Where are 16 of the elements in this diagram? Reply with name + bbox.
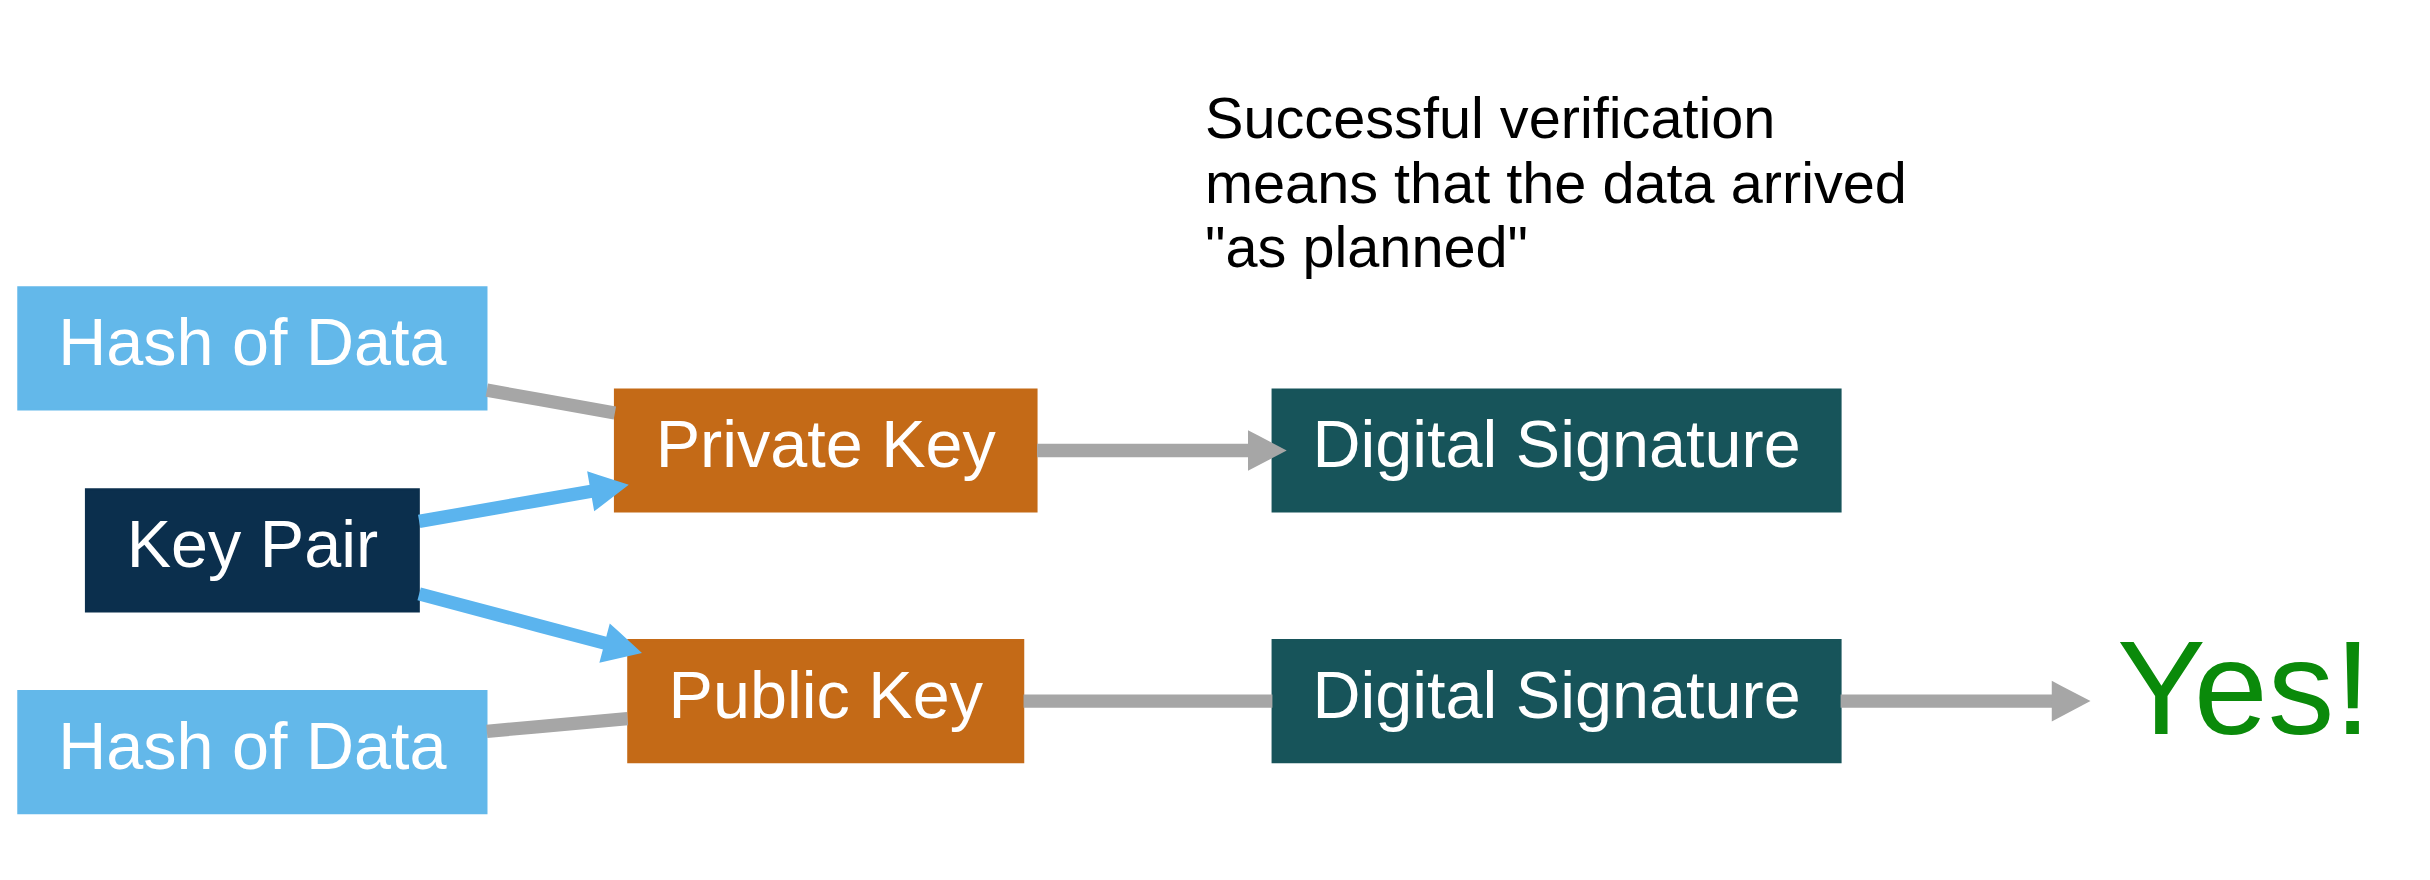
node-box: Key Pair (84, 487, 420, 612)
arrow (1037, 429, 1287, 471)
connector (485, 383, 617, 420)
node-box: Digital Signature (1271, 387, 1842, 513)
arrow (1840, 680, 2091, 721)
node-box: Hash of Data (17, 689, 488, 814)
connector (1023, 693, 1273, 708)
node-box: Private Key (613, 387, 1038, 513)
node-box: Public Key (627, 638, 1025, 763)
label: Successful verification means that the data arrived "as planned" (1205, 85, 1907, 279)
node-box: Digital Signature (1271, 638, 1842, 763)
node-box: Hash of Data (17, 285, 488, 411)
node-text: Yes! (2117, 613, 2372, 762)
connector (486, 711, 629, 738)
arrow (418, 470, 629, 528)
arrow (417, 587, 642, 663)
